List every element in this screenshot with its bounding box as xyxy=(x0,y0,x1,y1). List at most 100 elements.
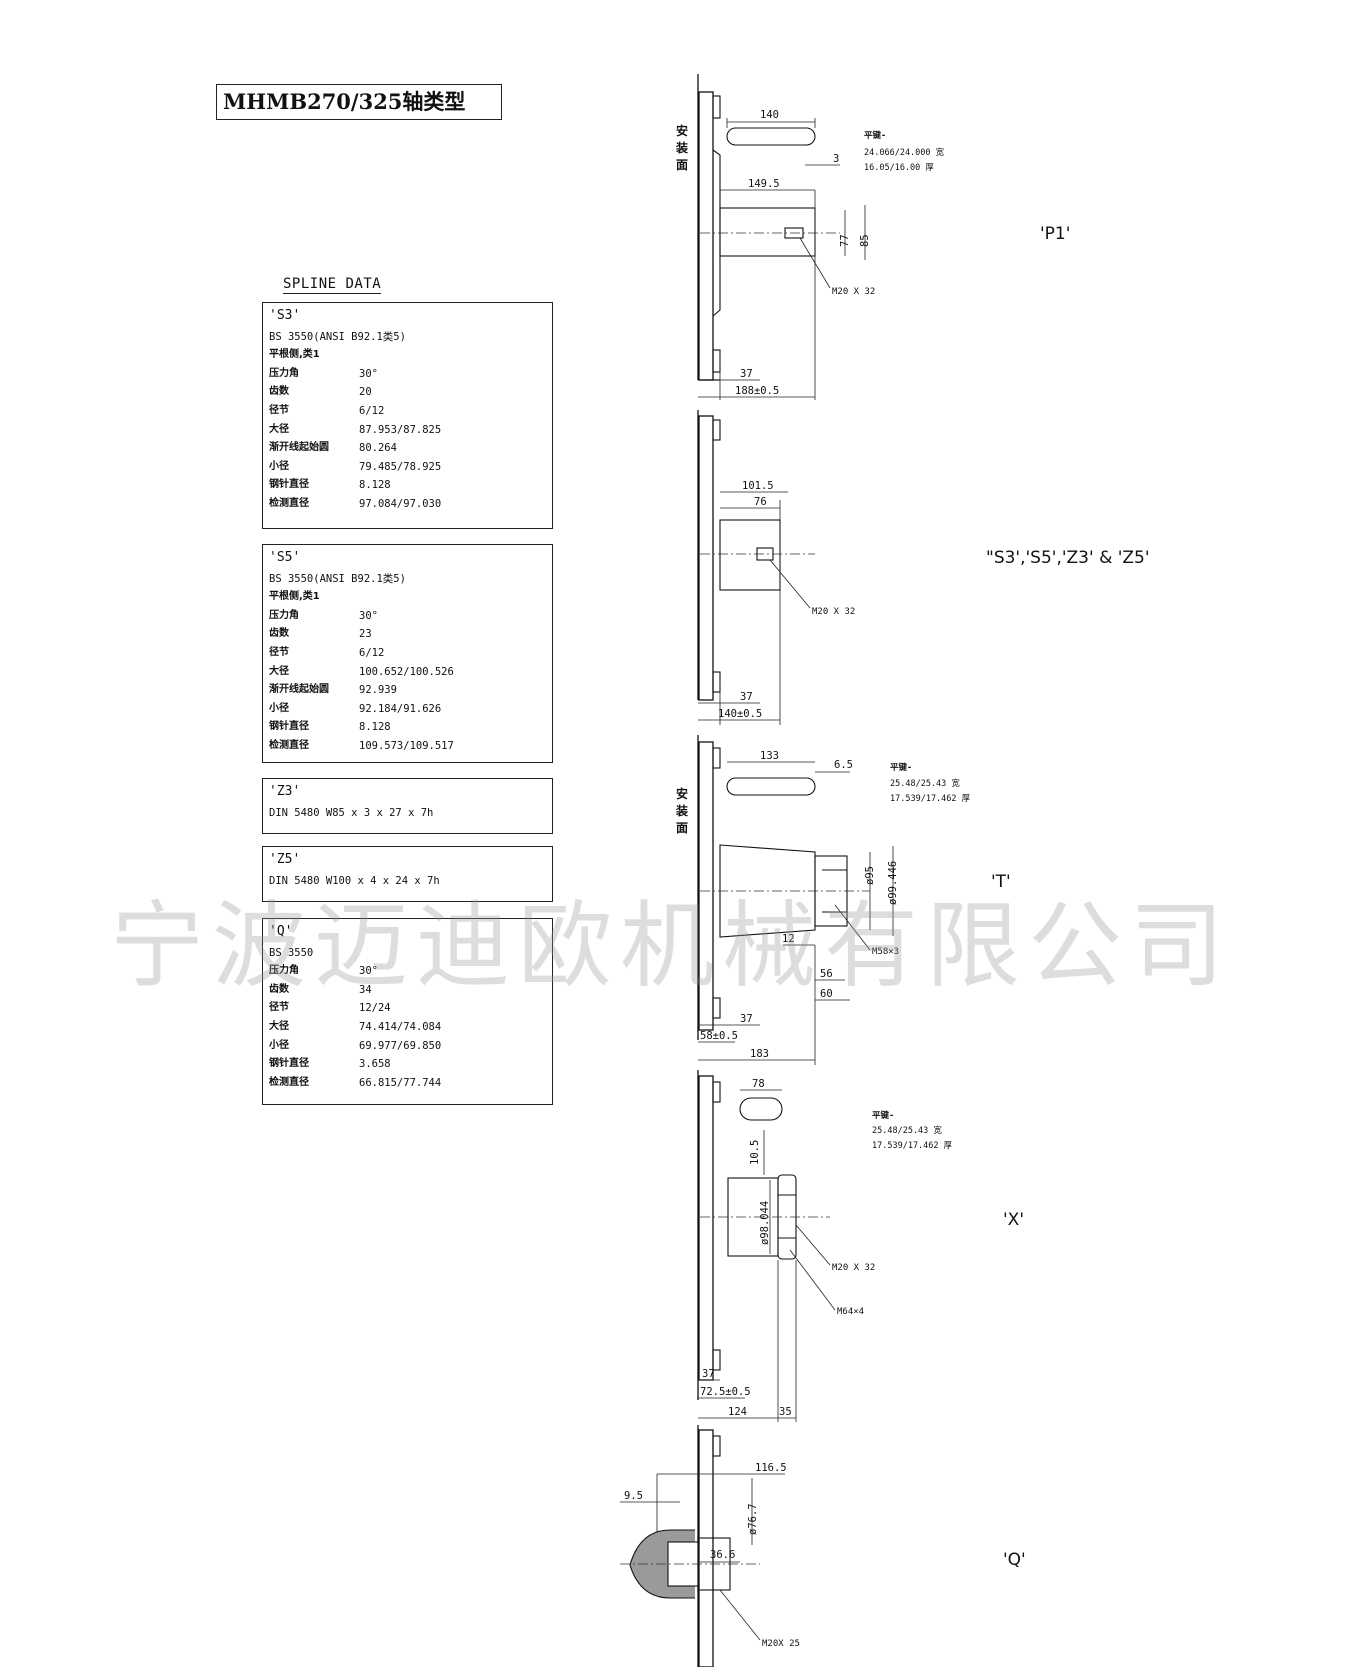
dim-key-length: 78 xyxy=(752,1078,765,1090)
drawing-title: MHMB270/325轴类型 xyxy=(216,84,502,120)
dim-72-5: 72.5±0.5 xyxy=(700,1386,751,1398)
dim-dia-95: ø95 xyxy=(864,866,876,885)
view-label-t: 'T' xyxy=(991,872,1011,892)
dim-60: 60 xyxy=(820,988,833,1000)
mount-face-char1: 安 xyxy=(676,786,688,801)
dim-key-offset: 6.5 xyxy=(834,759,853,771)
box-subtitle: 平根侧,类1 xyxy=(269,591,320,603)
dim-spline-len2: 76 xyxy=(754,496,767,508)
box-name: 'S3' xyxy=(269,308,301,323)
dim-9-5: 9.5 xyxy=(624,1490,643,1502)
dim-37: 37 xyxy=(740,368,753,380)
dim-total: 188±0.5 xyxy=(735,385,779,397)
dim-124: 124 xyxy=(728,1406,747,1418)
view-label-p1: 'P1' xyxy=(1040,224,1071,244)
view-splines: 101.5 76 M20 X 32 37 140±0.5 xyxy=(697,410,855,725)
dim-36-6: 36.6 xyxy=(710,1549,735,1561)
box-standard: BS 3550 xyxy=(269,946,314,959)
view-t: 133 6.5 平键- 25.48/25.43 宽 17.539/17.462 … xyxy=(675,735,971,1065)
box-standard: DIN 5480 W85 x 3 x 27 x 7h xyxy=(269,806,434,819)
dim-key-offset: 3 xyxy=(833,153,839,165)
thread-callout: M20X 25 xyxy=(762,1639,800,1649)
dim-q-length: 116.5 xyxy=(755,1462,787,1474)
dim-10-5: 10.5 xyxy=(749,1140,761,1165)
mount-face-char2: 装 xyxy=(675,140,688,155)
key-spec-line1: 平键- xyxy=(872,1110,894,1121)
dim-total: 183 xyxy=(750,1048,769,1060)
company-watermark: 宁波迈迪欧机械有限公司 xyxy=(110,892,1233,1001)
mount-face-char2: 装 xyxy=(675,803,688,818)
box-name: 'Z3' xyxy=(269,784,301,799)
key-spec-line3: 17.539/17.462 厚 xyxy=(890,794,971,804)
dim-total: 140±0.5 xyxy=(718,708,762,720)
dim-key-length: 140 xyxy=(760,109,779,121)
dim-dia-99: ø99.446 xyxy=(887,861,899,905)
box-standard: BS 3550(ANSI B92.1类5) xyxy=(269,572,406,585)
box-name: 'S5' xyxy=(269,550,301,565)
dim-58: 58±0.5 xyxy=(700,1030,738,1042)
box-name: 'Z5' xyxy=(269,852,301,867)
key-spec-line3: 16.05/16.00 厚 xyxy=(864,163,934,173)
key-spec-line1: 平键- xyxy=(864,130,886,141)
spline-data-heading: SPLINE DATA xyxy=(283,276,382,294)
dim-dia-76: ø76.7 xyxy=(747,1503,759,1535)
view-label-splines: "S3','S5','Z3' & 'Z5' xyxy=(986,548,1150,568)
box-subtitle: 平根侧,类1 xyxy=(269,349,320,361)
box-standard: DIN 5480 W100 x 4 x 24 x 7h xyxy=(269,874,440,887)
spline-box-z5: 'Z5' DIN 5480 W100 x 4 x 24 x 7h xyxy=(262,846,553,902)
dim-37: 37 xyxy=(702,1368,715,1380)
dim-12: 12 xyxy=(782,933,795,945)
view-label-q: 'Q' xyxy=(1003,1550,1026,1570)
dim-56: 56 xyxy=(820,968,833,980)
key-spec-line2: 24.066/24.000 宽 xyxy=(864,147,945,158)
key-spec-line2: 25.48/25.43 宽 xyxy=(872,1125,942,1136)
mount-face-char3: 面 xyxy=(676,158,688,172)
dim-shaft-length: 149.5 xyxy=(748,178,780,190)
dim-dia-77: 77 xyxy=(839,234,851,247)
key-spec-line3: 17.539/17.462 厚 xyxy=(872,1141,953,1151)
box-standard: BS 3550(ANSI B92.1类5) xyxy=(269,330,406,343)
view-q: 116.5 9.5 ø76.7 36.6 M20X 25 xyxy=(620,1425,800,1667)
view-p1: 140 3 平键- 24.066/24.000 宽 16.05/16.00 厚 … xyxy=(675,74,945,400)
view-x: 78 平键- 25.48/25.43 宽 17.539/17.462 厚 10.… xyxy=(697,1070,953,1422)
thread-callout: M20 X 32 xyxy=(832,287,875,297)
dim-37: 37 xyxy=(740,691,753,703)
nut-callout: M58×3 xyxy=(872,947,899,957)
mount-face-char1: 安 xyxy=(676,123,688,138)
thread-callout: M20 X 32 xyxy=(832,1263,875,1273)
thread-callout: M20 X 32 xyxy=(812,607,855,617)
key-spec-line2: 25.48/25.43 宽 xyxy=(890,778,960,789)
dim-37: 37 xyxy=(740,1013,753,1025)
view-label-x: 'X' xyxy=(1003,1210,1024,1230)
box-name: 'Q' xyxy=(269,924,293,939)
dim-spline-len1: 101.5 xyxy=(742,480,774,492)
dim-35: 35 xyxy=(779,1406,792,1418)
nut-callout: M64×4 xyxy=(837,1307,864,1317)
spline-box-z3: 'Z3' DIN 5480 W85 x 3 x 27 x 7h xyxy=(262,778,553,834)
key-spec-line1: 平键- xyxy=(890,762,912,773)
